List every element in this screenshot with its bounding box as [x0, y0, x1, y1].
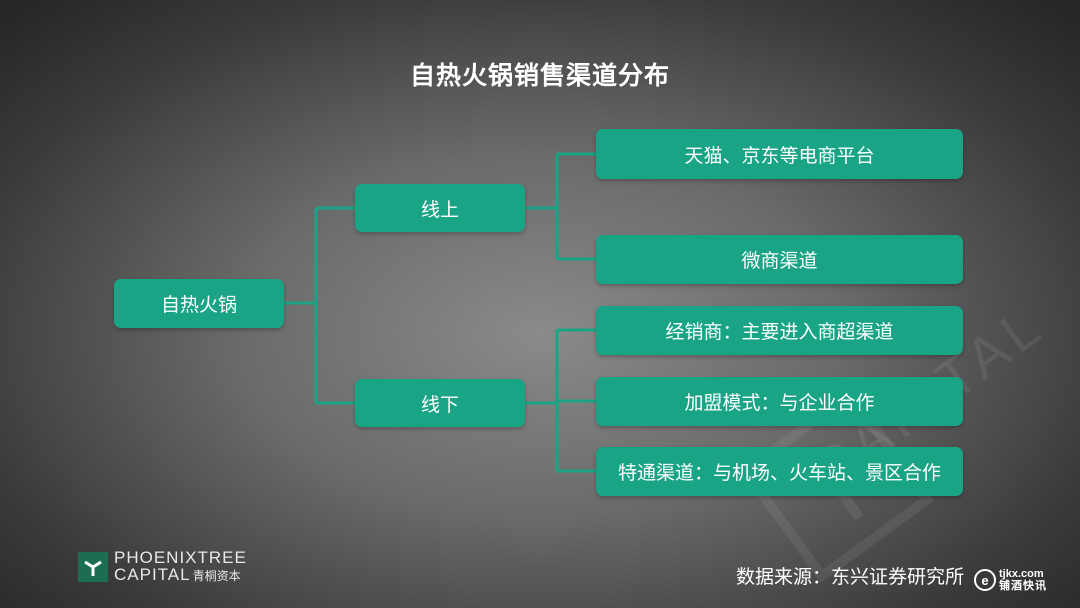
site-name: 铺酒快讯: [999, 579, 1047, 592]
logo-line1: PHOENIXTREE: [114, 548, 247, 567]
node-leaf-wechat-business: 微商渠道: [596, 235, 963, 284]
node-leaf-franchise: 加盟模式：与企业合作: [596, 377, 963, 426]
source-note: 数据来源：东兴证券研究所: [735, 566, 964, 588]
connector-root: [284, 206, 355, 405]
site-url: tjkx.com: [999, 568, 1044, 580]
phoenixtree-logo-icon: [78, 552, 108, 582]
connector-offline: [525, 328, 596, 473]
node-online: 线上: [355, 184, 525, 232]
node-offline: 线下: [355, 379, 525, 427]
site-badge: e tjkx.com 铺酒快讯: [974, 568, 1047, 592]
page-title: 自热火锅销售渠道分布: [409, 61, 670, 90]
node-root: 自热火锅: [114, 279, 284, 328]
e-circle-icon: e: [974, 569, 996, 591]
logo-line2: CAPITAL: [114, 565, 191, 584]
node-leaf-ecommerce: 天猫、京东等电商平台: [596, 129, 963, 179]
node-leaf-distributor: 经销商：主要进入商超渠道: [596, 306, 963, 355]
connector-online: [525, 152, 596, 261]
node-leaf-special-channel: 特通渠道：与机场、火车站、景区合作: [596, 447, 963, 496]
logo-cn: 青桐资本: [192, 569, 241, 583]
